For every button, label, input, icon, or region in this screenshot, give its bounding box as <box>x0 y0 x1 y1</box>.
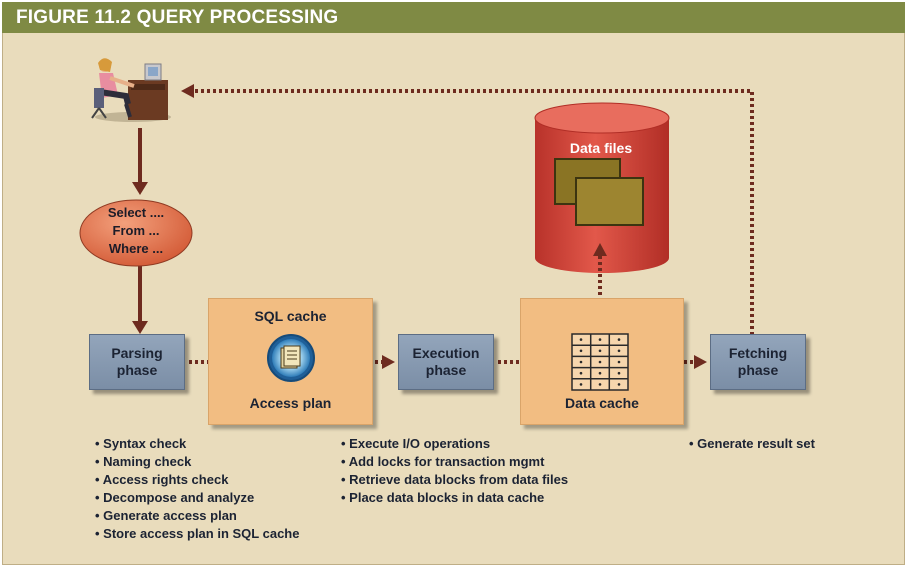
query-select-line: Select .... <box>107 205 165 220</box>
list-item: Generate access plan <box>95 507 299 525</box>
parsing-phase-label-1: Parsing <box>111 345 163 361</box>
data-cache-box: Data cache <box>520 298 684 425</box>
list-item: Execute I/O operations <box>341 435 568 453</box>
data-files-cylinder <box>534 102 670 273</box>
list-item: Access rights check <box>95 471 299 489</box>
list-item: Retrieve data blocks from data files <box>341 471 568 489</box>
document-stack-icon <box>267 334 315 382</box>
fetching-phase-label-1: Fetching <box>728 345 788 361</box>
flow-arrow-sql-cache-to-execution <box>327 355 395 369</box>
parsing-phase-label-2: phase <box>116 362 158 378</box>
fetching-phase-label-2: phase <box>737 362 779 378</box>
list-item: Add locks for transaction mgmt <box>341 453 568 471</box>
sql-cache-box: SQL cache Access plan <box>208 298 373 425</box>
data-cache-label: Data cache <box>565 395 639 411</box>
query-from-line: From ... <box>112 223 160 238</box>
parsing-phase-box: Parsing phase <box>89 334 185 390</box>
flow-arrow-result-to-user <box>181 84 754 335</box>
sql-cache-title: SQL cache <box>254 308 327 324</box>
figure-title: FIGURE 11.2 QUERY PROCESSING <box>16 7 339 28</box>
access-plan-label: Access plan <box>249 395 332 411</box>
list-item: Syntax check <box>95 435 299 453</box>
list-item: Decompose and analyze <box>95 489 299 507</box>
figure-title-bar: FIGURE 11.2 QUERY PROCESSING <box>2 2 905 33</box>
fetching-phase-box: Fetching phase <box>710 334 806 390</box>
query-ellipse <box>79 199 193 267</box>
flow-arrow-query-to-parsing <box>132 266 148 334</box>
list-item: Place data blocks in data cache <box>341 489 568 507</box>
execution-phase-label-1: Execution <box>412 345 480 361</box>
execution-phase-label-2: phase <box>425 362 467 378</box>
user-at-computer-icon <box>91 58 171 122</box>
list-item: Naming check <box>95 453 299 471</box>
execution-steps-list: Execute I/O operations Add locks for tra… <box>341 435 568 507</box>
execution-phase-box: Execution phase <box>398 334 494 390</box>
list-item: Generate result set <box>689 435 815 453</box>
flow-arrow-data-cache-to-fetching <box>636 355 707 369</box>
fetching-steps-list: Generate result set <box>689 435 815 453</box>
flow-arrow-user-to-query <box>132 128 148 195</box>
query-text: Select .... From ... Where ... <box>86 204 186 258</box>
query-where-line: Where ... <box>108 241 164 256</box>
data-grid-icon <box>571 333 629 391</box>
parsing-steps-list: Syntax check Naming check Access rights … <box>95 435 300 543</box>
data-files-label: Data files <box>569 140 633 156</box>
list-item: Store access plan in SQL cache <box>95 525 299 543</box>
